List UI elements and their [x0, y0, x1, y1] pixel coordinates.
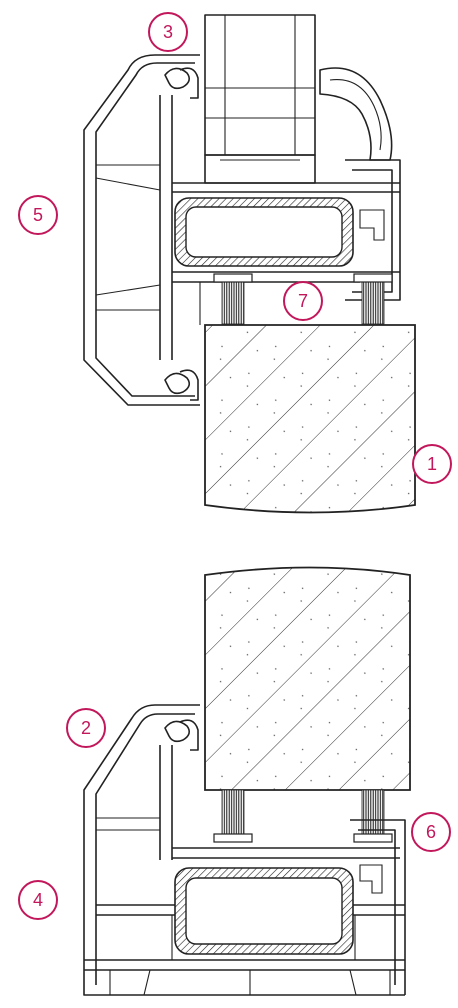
callout-2: 2 — [66, 708, 106, 748]
callout-3: 3 — [148, 12, 188, 52]
steel-reinforcement-top — [174, 197, 354, 267]
glazing-unit — [204, 14, 316, 184]
callout-5: 5 — [18, 195, 58, 235]
callout-1: 1 — [412, 444, 452, 484]
callout-4: 4 — [18, 880, 58, 920]
callout-6: 6 — [411, 812, 451, 852]
callout-7: 7 — [283, 281, 323, 321]
steel-reinforcement-bottom — [174, 867, 354, 955]
door-panel-top — [204, 324, 416, 514]
brush-seals-bottom — [213, 789, 393, 843]
brush-seals-top — [213, 273, 393, 325]
door-panel-bottom — [204, 566, 411, 791]
